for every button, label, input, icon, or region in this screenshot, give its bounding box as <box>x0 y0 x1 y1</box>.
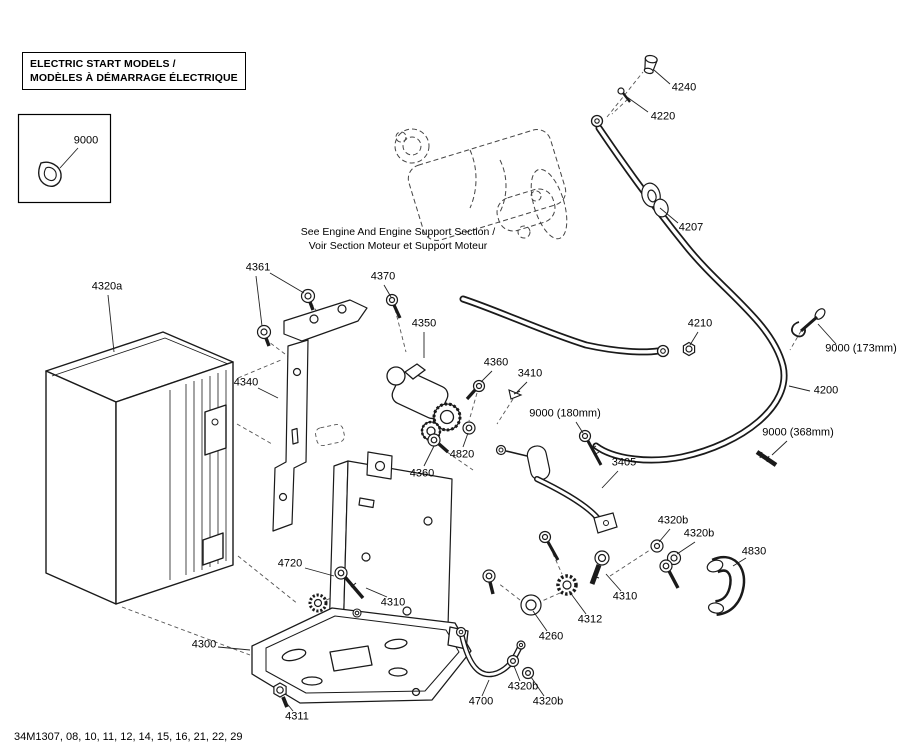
washer-4320b-1 <box>650 539 664 553</box>
engine-note-line2: Voir Section Moteur et Support Moteur <box>308 239 488 252</box>
battery-cable-positive <box>459 114 788 464</box>
part-label-4350-7: 4350 <box>411 317 437 330</box>
part-label-4370-5: 4370 <box>370 270 396 283</box>
part-label-4320b-20: 4320b <box>683 527 715 540</box>
clamp-4207 <box>641 182 669 218</box>
title-line-fr: MODÈLES À DÉMARRAGE ÉLECTRIQUE <box>30 72 238 85</box>
part-label-9000173mm-9: 9000 (173mm) <box>825 342 897 355</box>
part-label-3410-12: 3410 <box>517 367 543 380</box>
part-label-4312-25: 4312 <box>577 613 603 626</box>
part-label-4310-24: 4310 <box>612 590 638 603</box>
washer-4320b-3 <box>506 654 520 668</box>
part-label-4700-28: 4700 <box>468 695 494 708</box>
bolt-4370 <box>385 293 402 319</box>
engine-note-line1: See Engine And Engine Support Section / <box>300 226 496 238</box>
ground-cable <box>455 626 526 678</box>
washer-4320b-4 <box>521 666 535 680</box>
part-label-4320b-19: 4320b <box>657 514 689 527</box>
part-label-4340-10: 4340 <box>233 376 259 389</box>
bolt-mid <box>538 530 560 561</box>
rivet-3410 <box>508 389 523 400</box>
part-label-4360-16: 4360 <box>409 467 435 480</box>
bolt-4240 <box>643 54 658 75</box>
part-label-4830-21: 4830 <box>741 545 767 558</box>
part-label-4720-22: 4720 <box>277 557 303 570</box>
bolt-4360-upper <box>465 379 486 401</box>
part-label-4300-27: 4300 <box>191 638 217 651</box>
part-label-9000180mm-14: 9000 (180mm) <box>529 407 601 420</box>
starter-solenoid <box>386 363 462 442</box>
pin-9000-173 <box>791 308 826 338</box>
part-label-4210-8: 4210 <box>687 317 713 330</box>
part-label-4320a-6: 4320a <box>91 280 123 293</box>
bolt-4361-a <box>300 288 316 311</box>
star-washer-4720 <box>308 593 328 613</box>
part-label-4820-17: 4820 <box>449 448 475 461</box>
bolt-panel <box>482 569 496 595</box>
battery <box>45 331 234 605</box>
nut-4210 <box>682 341 696 357</box>
part-label-4311-31: 4311 <box>285 710 309 723</box>
part-label-9000368mm-15: 9000 (368mm) <box>762 426 834 439</box>
model-code: 34M1307, 08, 10, 11, 12, 14, 15, 16, 21,… <box>14 731 243 743</box>
engine-section-note: See Engine And Engine Support Section / … <box>268 226 528 253</box>
part-label-4207-2: 4207 <box>678 221 704 234</box>
part-label-4320b-29: 4320b <box>507 680 539 693</box>
part-label-4260-26: 4260 <box>538 630 564 643</box>
part-label-4320b-30: 4320b <box>532 695 564 708</box>
mounting-brackets <box>272 299 368 532</box>
inset-grommet <box>38 161 62 187</box>
boot-4830 <box>706 555 746 616</box>
spacer-4260 <box>520 594 542 616</box>
bolt-4720 <box>334 566 365 600</box>
title-box: ELECTRIC START MODELS / MODÈLES À DÉMARR… <box>22 52 246 91</box>
part-label-4360-11: 4360 <box>483 356 509 369</box>
part-label-4220-1: 4220 <box>650 110 676 123</box>
washer-4820 <box>462 421 476 435</box>
title-line-en: ELECTRIC START MODELS / <box>30 58 176 70</box>
part-label-3405-18: 3405 <box>611 456 637 469</box>
fasteners <box>256 54 826 708</box>
inset-box <box>17 113 112 204</box>
part-label-4200-13: 4200 <box>813 384 839 397</box>
leader-lines <box>59 69 837 712</box>
bolt-4360-lower <box>427 433 450 454</box>
star-washer-4312 <box>556 574 578 596</box>
battery-holddown <box>495 444 618 534</box>
washer-small <box>352 608 362 618</box>
bolt-4361-b <box>256 324 272 347</box>
bolt-4311 <box>273 682 289 708</box>
bolt-4310-right <box>589 550 610 585</box>
rod-9000-368 <box>755 450 778 467</box>
part-label-4361-4: 4361 <box>245 261 271 274</box>
part-label-4310-23: 4310 <box>380 596 406 609</box>
bolt-9000-180 <box>578 429 603 466</box>
washer-4320b-2 <box>666 550 682 566</box>
part-label-4240-0: 4240 <box>671 81 697 94</box>
bolt-right-lower <box>659 559 680 589</box>
screw-4220 <box>617 87 631 103</box>
part-label-9000-3: 9000 <box>73 134 99 147</box>
starter-motor-reference <box>394 128 568 241</box>
